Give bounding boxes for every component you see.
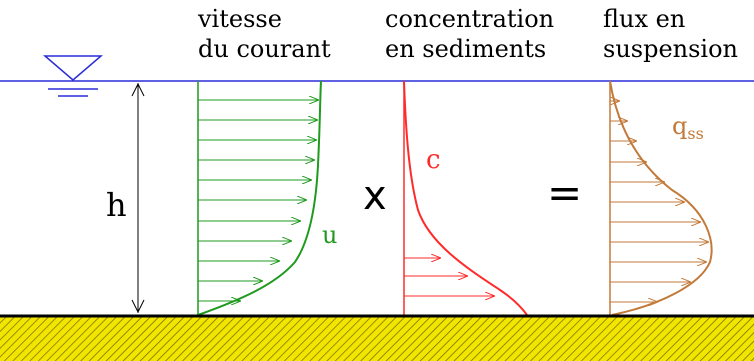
- concentration-header-line2: en sediments: [385, 35, 546, 63]
- equals-sign: =: [547, 168, 582, 217]
- flux-symbol-subscript: ss: [687, 124, 703, 143]
- concentration-symbol: c: [426, 145, 441, 175]
- flux-header-line1: flux en: [603, 5, 685, 33]
- concentration-header-line1: concentration: [385, 5, 554, 33]
- velocity-symbol: u: [322, 221, 337, 249]
- concentration-arrows: [404, 258, 494, 296]
- velocity-header-line2: du courant: [198, 35, 331, 63]
- multiply-sign: x: [363, 173, 387, 219]
- flux-profile-curve: [609, 80, 713, 316]
- depth-dimension: [131, 82, 145, 314]
- velocity-profile-curve: [197, 80, 322, 316]
- flux-arrows: [610, 101, 708, 302]
- flux-header-line2: suspension: [603, 35, 738, 63]
- flux-symbol-base: q: [672, 112, 687, 140]
- flux-symbol: qss: [672, 112, 704, 143]
- concentration-profile-curve: [403, 80, 528, 316]
- velocity-header-line1: vitesse: [197, 5, 282, 33]
- sediment-bed: [0, 317, 754, 361]
- velocity-arrows: [198, 100, 318, 301]
- water-surface-symbol: [42, 55, 104, 97]
- depth-label: h: [106, 186, 127, 224]
